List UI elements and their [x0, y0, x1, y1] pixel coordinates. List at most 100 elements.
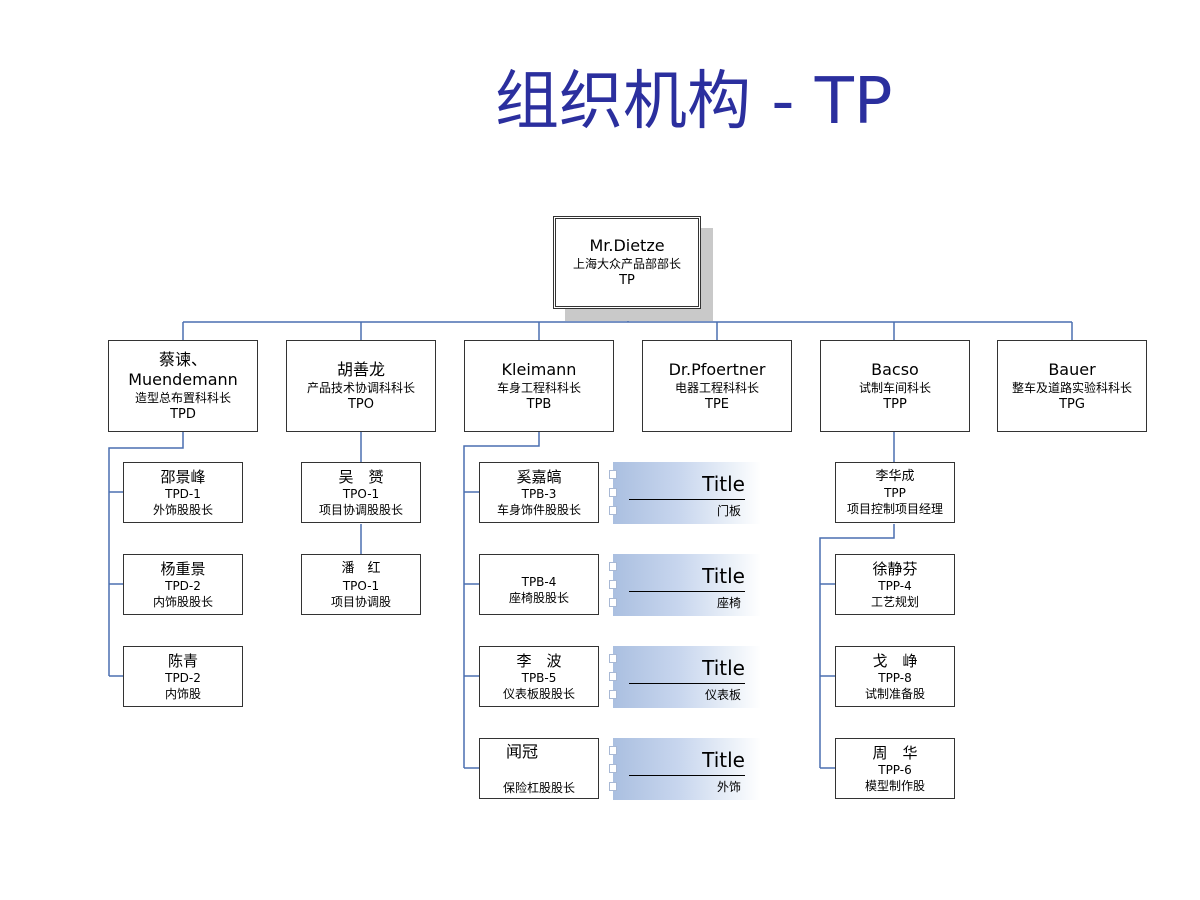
- card-tab: [609, 580, 617, 589]
- section-name: 奚嘉皜: [516, 467, 562, 486]
- section-role: 项目协调股股长: [318, 502, 403, 517]
- section-code: TPP-8: [878, 670, 912, 685]
- department-code: TPG: [1059, 396, 1085, 412]
- department-role: 产品技术协调科科长: [306, 380, 415, 395]
- section-node-tpb-3: 奚嘉皜 TPB-3 车身饰件股股长: [479, 462, 599, 523]
- root-code: TP: [619, 273, 635, 288]
- section-code: TPD-2: [165, 578, 201, 593]
- card-tab: [609, 654, 617, 663]
- card-tab: [609, 746, 617, 755]
- card-tab: [609, 506, 617, 515]
- card-tab: [609, 598, 617, 607]
- root-name: Mr.Dietze: [589, 236, 665, 255]
- section-node-tpo-2: 潘 红 TPO-1 项目协调股: [301, 554, 421, 615]
- card-tab: [609, 690, 617, 699]
- section-node-tpd-3: 陈青 TPD-2 内饰股: [123, 646, 243, 707]
- section-role: 内饰股股长: [152, 594, 213, 609]
- card-rule: [629, 775, 745, 776]
- department-name: 蔡谏、Muendemann: [128, 349, 238, 389]
- section-code: TPO-1: [342, 486, 380, 501]
- department-role: 整车及道路实验科科长: [1011, 380, 1132, 395]
- department-name: Kleimann: [501, 359, 577, 379]
- section-role: 仪表板股股长: [502, 686, 575, 701]
- section-node-tpb-5: 李 波 TPB-5 仪表板股股长: [479, 646, 599, 707]
- section-code: TPB-5: [521, 670, 557, 685]
- card-tab: [609, 562, 617, 571]
- section-name: 陈青: [167, 651, 198, 670]
- department-role: 电器工程科科长: [674, 380, 759, 395]
- card-title: Title: [702, 472, 745, 496]
- department-name: Dr.Pfoertner: [668, 359, 766, 379]
- root-node: Mr.Dietze 上海大众产品部部长 TP: [553, 216, 701, 309]
- card-tab: [609, 764, 617, 773]
- section-name: 吴 赟: [338, 467, 384, 486]
- title-card-seat: Title 座椅: [609, 554, 761, 616]
- title-card-instrument-panel: Title 仪表板: [609, 646, 761, 708]
- section-name: 杨重景: [160, 559, 206, 578]
- section-node-tpp-head: 李华成 TPP 项目控制项目经理: [835, 462, 955, 523]
- department-node-tpo: 胡善龙 产品技术协调科科长 TPO: [286, 340, 436, 432]
- section-node-tpp-4: 徐静芬 TPP-4 工艺规划: [835, 554, 955, 615]
- section-role: 外饰股股长: [152, 502, 213, 517]
- section-node-tpo-1: 吴 赟 TPO-1 项目协调股股长: [301, 462, 421, 523]
- section-name: 潘 红: [341, 560, 381, 576]
- department-role: 造型总布置科科长: [134, 390, 231, 405]
- section-node-tpd-2: 杨重景 TPD-2 内饰股股长: [123, 554, 243, 615]
- connector-tpd-tree: [108, 432, 184, 676]
- card-tab: [609, 672, 617, 681]
- section-code: TPO-1: [342, 578, 380, 593]
- department-role: 试制车间科长: [858, 380, 931, 395]
- card-subtitle: 门板: [716, 504, 741, 518]
- section-role: 座椅股股长: [508, 590, 569, 605]
- section-name: 戈 峥: [872, 651, 918, 670]
- card-rule: [629, 499, 745, 500]
- department-name: Bauer: [1048, 359, 1096, 379]
- card-tab: [609, 488, 617, 497]
- section-code: TPB-4: [521, 574, 557, 589]
- card-tab: [609, 470, 617, 479]
- card-rule: [629, 683, 745, 684]
- section-code: TPP-4: [878, 578, 912, 593]
- section-role: 内饰股: [164, 686, 201, 701]
- section-name: 邵景峰: [160, 467, 206, 486]
- department-node-tpb: Kleimann 车身工程科科长 TPB: [464, 340, 614, 432]
- department-name: 胡善龙: [336, 359, 385, 379]
- department-node-tpe: Dr.Pfoertner 电器工程科科长 TPE: [642, 340, 792, 432]
- department-code: TPD: [170, 406, 196, 422]
- section-node-tpp-6: 周 华 TPP-6 模型制作股: [835, 738, 955, 799]
- section-code: TPD-2: [165, 670, 201, 685]
- section-name: 闻冠: [506, 742, 539, 761]
- section-name: 徐静芬: [872, 559, 918, 578]
- card-title: Title: [702, 656, 745, 680]
- section-role: 工艺规划: [870, 594, 919, 609]
- department-code: TPP: [883, 396, 907, 412]
- section-code: TPD-1: [165, 486, 201, 501]
- section-code: TPP-6: [878, 762, 912, 777]
- section-node-tpb-4: TPB-4 座椅股股长: [479, 554, 599, 615]
- card-title: Title: [702, 748, 745, 772]
- root-role: 上海大众产品部部长: [572, 257, 681, 271]
- department-node-tpp: Bacso 试制车间科长 TPP: [820, 340, 970, 432]
- connector-tpp-tree: [819, 524, 895, 768]
- department-code: TPE: [705, 396, 729, 412]
- section-name: 李华成: [875, 468, 915, 484]
- department-role: 车身工程科科长: [496, 380, 581, 395]
- card-tab: [609, 782, 617, 791]
- department-code: TPO: [347, 396, 374, 412]
- section-role: 车身饰件股股长: [496, 502, 581, 517]
- card-subtitle: 座椅: [716, 596, 741, 610]
- department-node-tpg: Bauer 整车及道路实验科科长 TPG: [997, 340, 1147, 432]
- section-node-tpb-6: 闻冠 保险杠股股长: [479, 738, 599, 799]
- section-name: 周 华: [872, 743, 918, 762]
- section-code: TPB-3: [521, 486, 557, 501]
- card-rule: [629, 591, 745, 592]
- card-title: Title: [702, 564, 745, 588]
- section-role: 项目协调股: [330, 594, 391, 609]
- section-code: TPP: [884, 485, 906, 500]
- section-node-tpd-1: 邵景峰 TPD-1 外饰股股长: [123, 462, 243, 523]
- section-node-tpp-8: 戈 峥 TPP-8 试制准备股: [835, 646, 955, 707]
- slide-title: 组织机构 - TP: [495, 65, 893, 139]
- section-role: 试制准备股: [864, 686, 925, 701]
- section-role: 保险杠股股长: [502, 781, 575, 795]
